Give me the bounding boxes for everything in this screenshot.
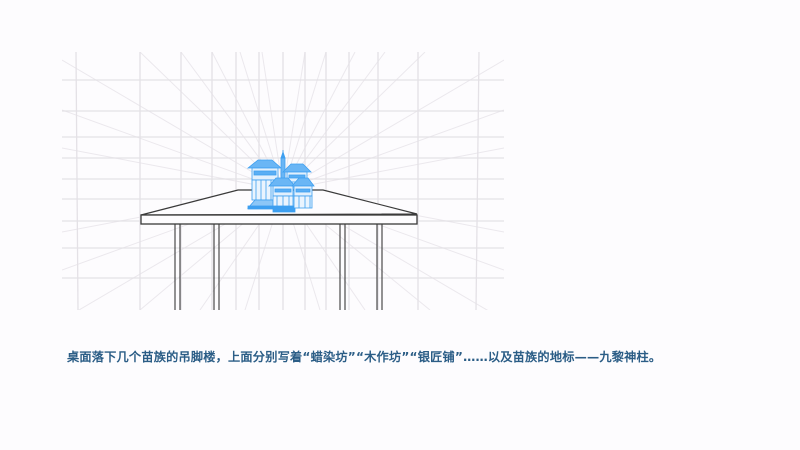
miao-stilt-buildings-model [246, 150, 315, 213]
table-legs [174, 224, 383, 310]
perspective-grid-illustration [62, 52, 504, 310]
illustration-panel [62, 52, 504, 310]
caption-text: 桌面落下几个苗族的吊脚楼，上面分别写着“蜡染坊”“木作坊”“银匠铺”……以及苗族… [67, 350, 662, 364]
